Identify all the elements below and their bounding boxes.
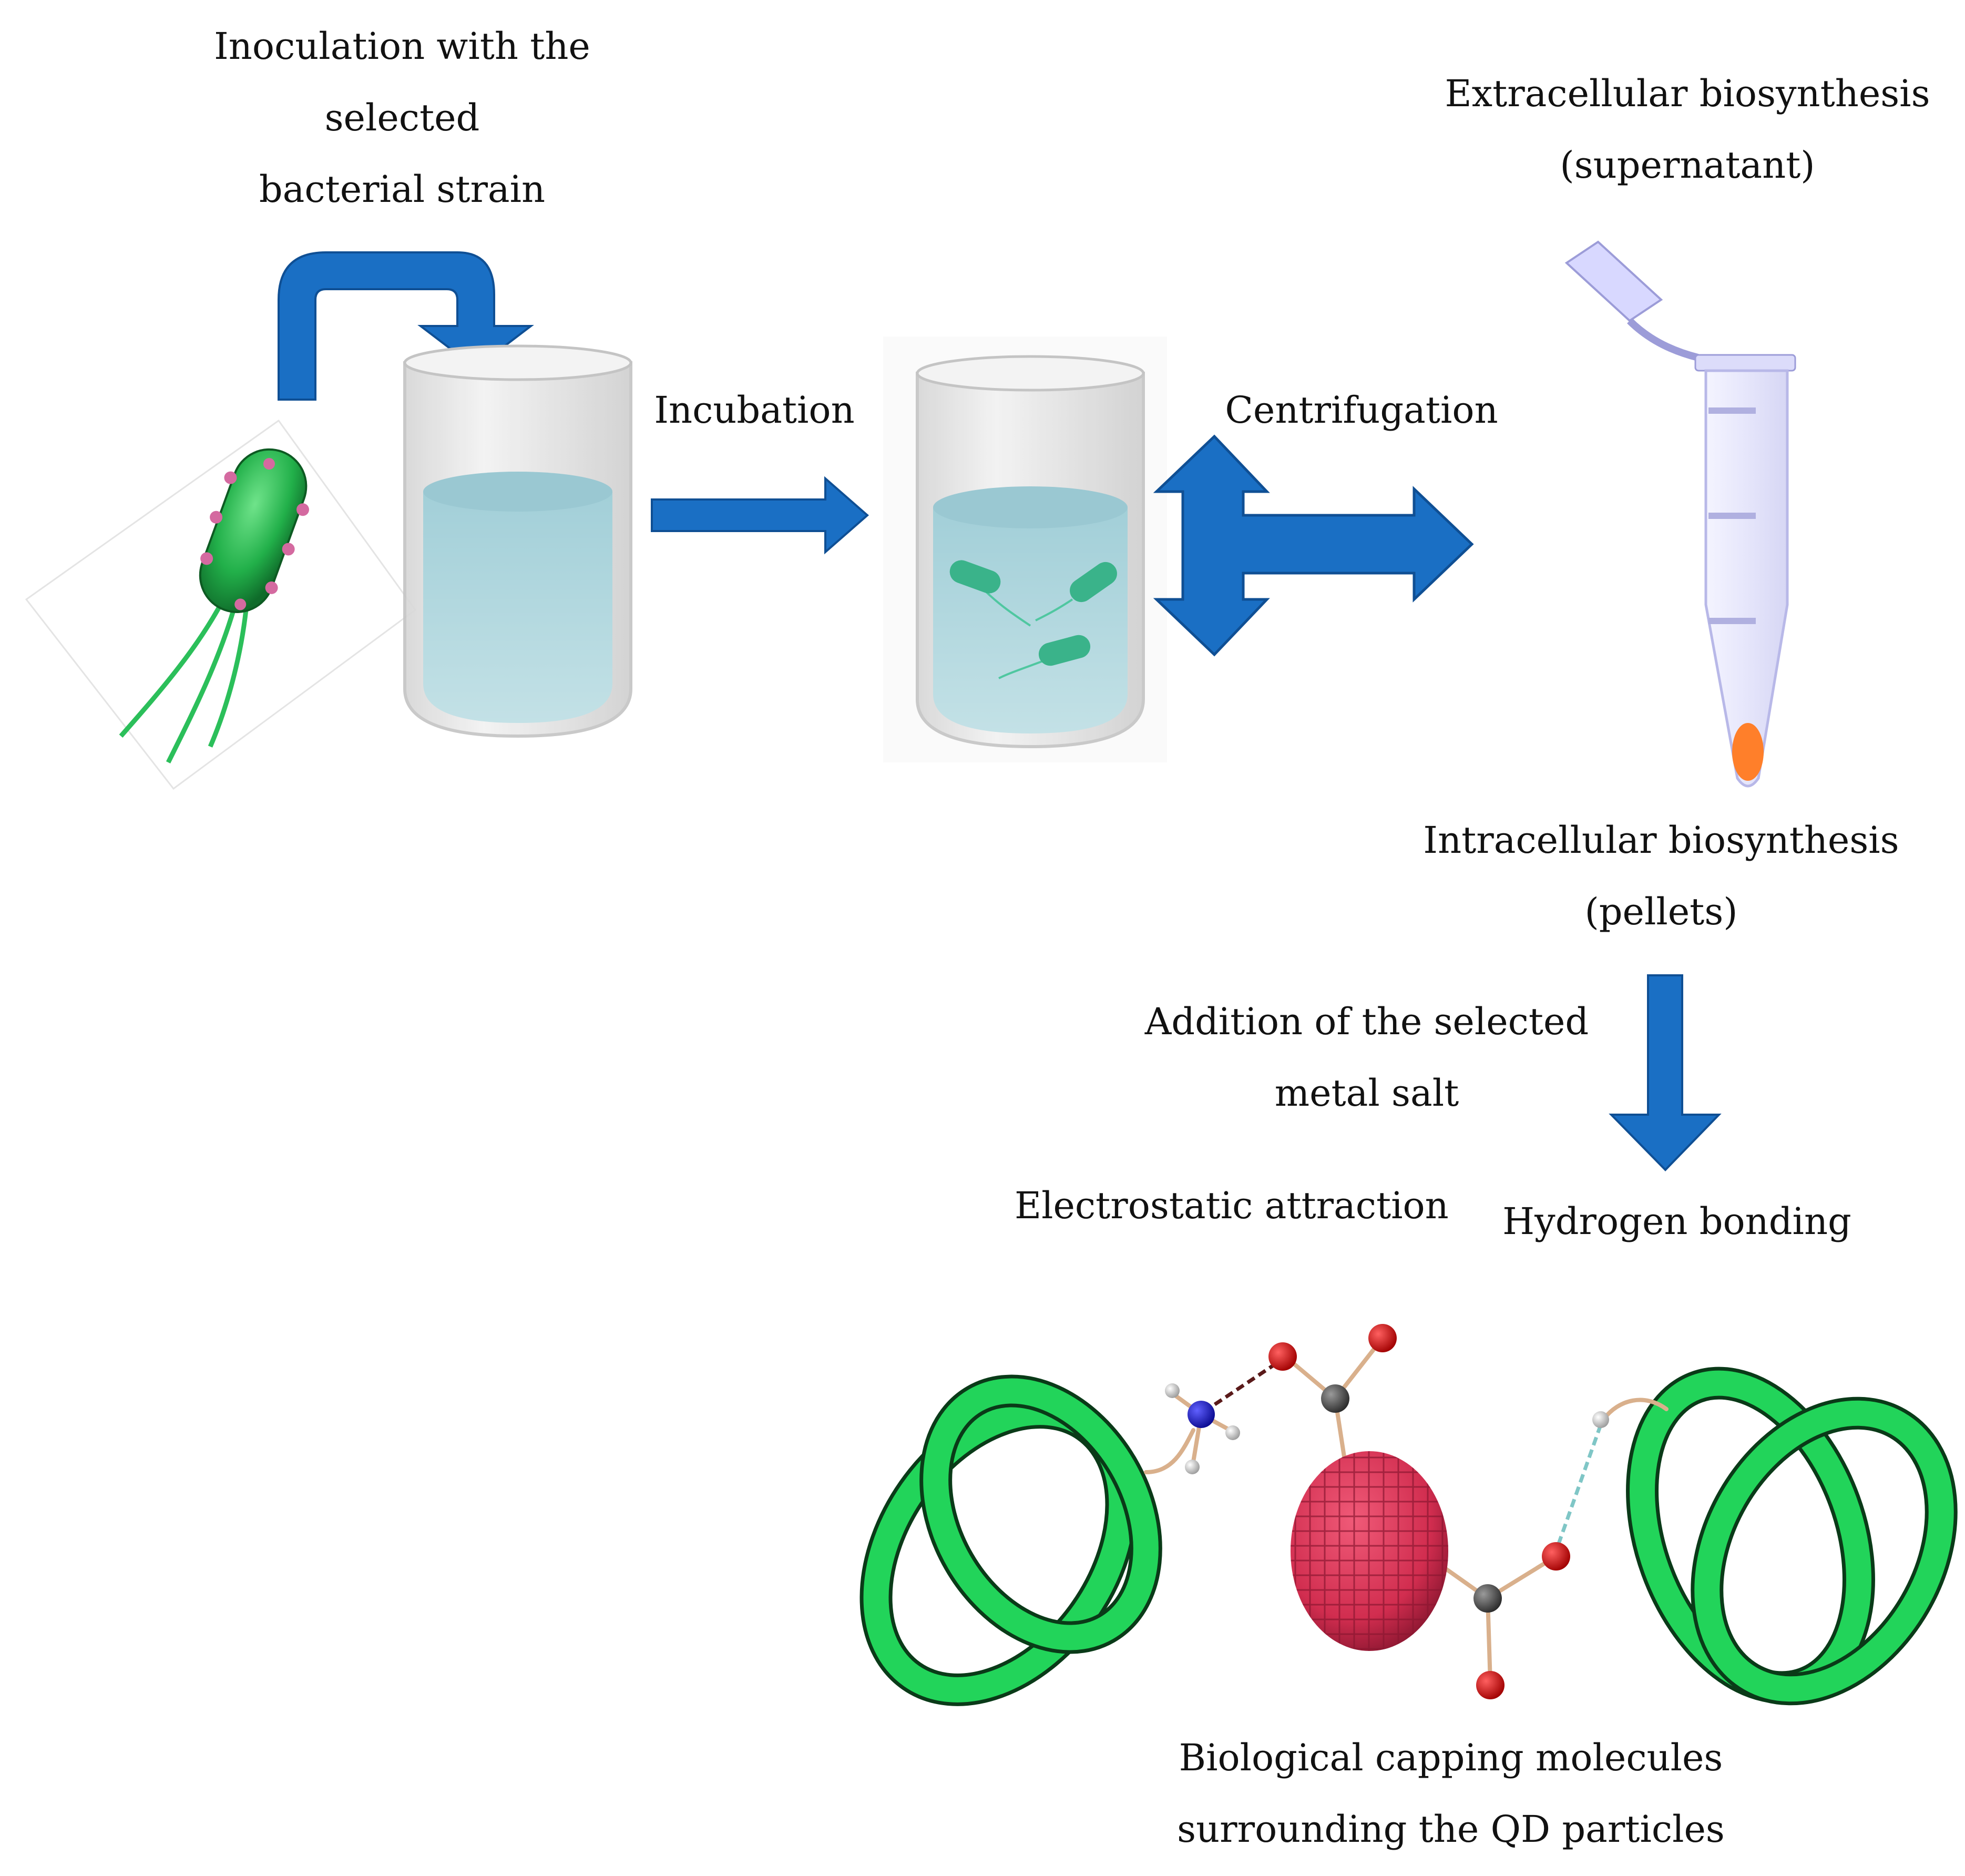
carbon-atom [1321, 1384, 1349, 1413]
hydrogen-bonding-label: Hydrogen bonding [1502, 1200, 1851, 1243]
tube-body [1704, 369, 1789, 788]
inoculation-label: Inoculation with the selected bacterial … [214, 25, 590, 211]
metal-salt-down-arrow [1609, 974, 1722, 1171]
flagellum-2 [166, 598, 239, 764]
intracellular-label: Intracellular biosynthesis (pellets) [1423, 819, 1899, 933]
hydrogen-atom [1225, 1425, 1240, 1440]
nitrogen-atom [1188, 1401, 1215, 1428]
beaker-1-liquid [423, 492, 612, 723]
beaker-1 [403, 344, 632, 738]
beaker-2 [883, 337, 1167, 762]
capping-label: Biological capping molecules surrounding… [1177, 1736, 1725, 1851]
right-capping-molecule [1601, 1367, 1958, 1706]
pellet [1732, 723, 1764, 781]
left-capping-molecule [859, 1374, 1195, 1706]
electrostatic-label: Electrostatic attraction [1015, 1184, 1449, 1227]
centrifugation-three-way-arrow [1153, 434, 1474, 657]
carbon-atom [1473, 1584, 1502, 1613]
extracellular-label: Extracellular biosynthesis (supernatant) [1445, 72, 1930, 187]
oxygen-atom [1542, 1542, 1570, 1571]
bacterium-pili [200, 458, 309, 610]
centrifugation-label: Centrifugation [1225, 389, 1498, 432]
hydrogen-atom [1592, 1411, 1609, 1428]
flagellum-1 [119, 593, 229, 738]
incubation-arrow [651, 476, 869, 555]
electrostatic-bond [1203, 1358, 1284, 1413]
oxygen-atom [1268, 1342, 1297, 1371]
oxygen-atom [1368, 1324, 1397, 1352]
bacterium-illustration [25, 419, 417, 790]
microcentrifuge-tube [1564, 240, 1796, 788]
incubation-label: Incubation [654, 389, 855, 432]
hydrogen-atom [1185, 1460, 1200, 1474]
hydrogen-atom [1165, 1383, 1180, 1398]
tube-hinge [1627, 318, 1699, 361]
inoculation-curved-arrow [278, 251, 534, 401]
suspended-bacteria [949, 560, 1117, 679]
capping-molecules-illustration [859, 1324, 1958, 1706]
flagellum-3 [208, 599, 250, 748]
tube-lid [1564, 240, 1663, 322]
metal-salt-label: Addition of the selected metal salt [1144, 1000, 1589, 1115]
beaker-2-liquid [933, 507, 1128, 733]
hydrogen-bond [1554, 1424, 1603, 1552]
oxygen-atom [1476, 1671, 1505, 1699]
